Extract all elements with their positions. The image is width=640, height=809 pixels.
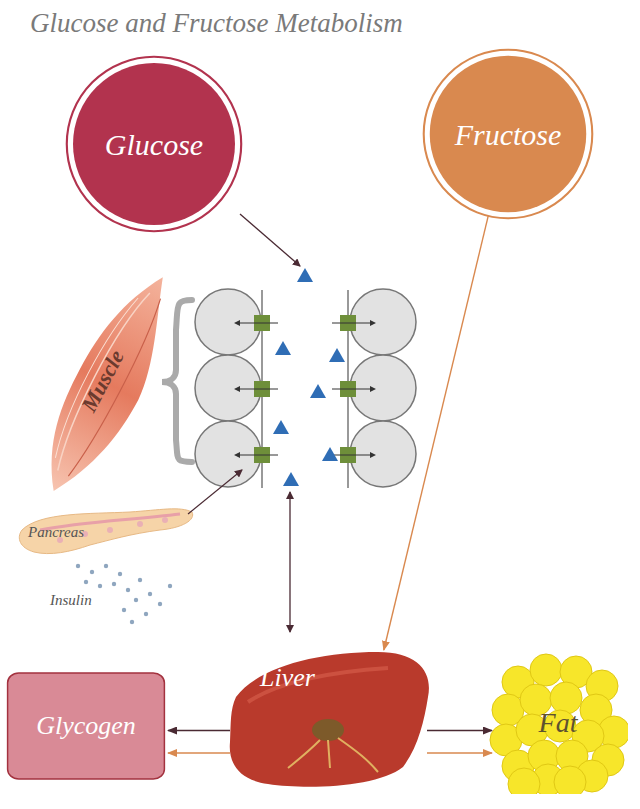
node-label: Fat: [539, 708, 578, 739]
fat-cluster: Fat: [488, 652, 628, 794]
liver-organ-outline: [228, 642, 433, 792]
diagram-title: Glucose and Fructose Metabolism: [30, 8, 403, 39]
bracket: [162, 300, 192, 462]
flow-arrow: [384, 216, 489, 650]
glucose-molecules: [273, 268, 345, 486]
insulin-label: Insulin: [50, 592, 92, 609]
muscle-illustration: [24, 263, 195, 506]
glucose-circle: Glucose: [65, 55, 243, 233]
flow-arrow: [168, 752, 230, 753]
muscle-cells: [195, 289, 416, 487]
glucose-uptake-arrow: [240, 214, 300, 266]
liver-organ: Liver: [228, 642, 433, 792]
node-label: Liver: [260, 664, 315, 693]
node-label: Glucose: [105, 128, 203, 161]
blood-liver-arrow: [289, 492, 290, 632]
node-label: Fructose: [455, 118, 562, 151]
flow-arrow: [168, 730, 230, 731]
node-label: Glycogen: [36, 712, 136, 741]
glucose-transporters: [234, 315, 376, 463]
flow-arrow: [427, 752, 492, 753]
pancreas-illustration: [19, 509, 192, 554]
insulin-arrow: [188, 470, 242, 514]
pancreas-label: Pancreas: [28, 524, 84, 541]
fructose-circle: Fructose: [422, 48, 594, 220]
glycogen-box: Glycogen: [6, 672, 166, 780]
flow-arrow: [427, 730, 492, 731]
